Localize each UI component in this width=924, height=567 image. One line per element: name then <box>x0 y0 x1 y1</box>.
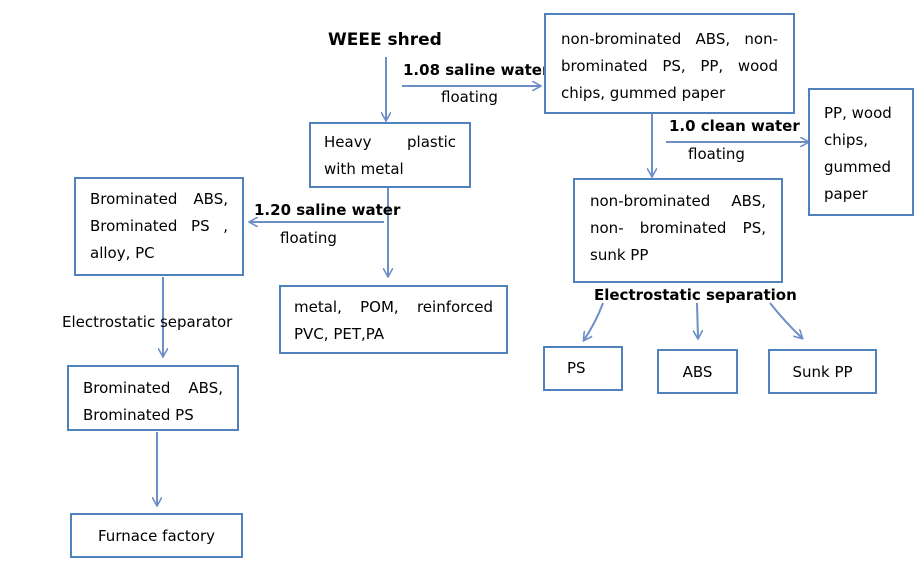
node-pp-wood-line-1: PP, wood <box>824 104 892 122</box>
arrow-to-ps <box>584 302 604 340</box>
start-label: WEEE shred <box>328 30 442 50</box>
node-brominated-mix-line-1: Brominated ABS, <box>90 190 228 208</box>
arrow-to-abs <box>697 302 698 338</box>
edge-sublabel-saline-120: floating <box>280 229 337 247</box>
node-brominated-out: Brominated ABS, Brominated PS <box>67 365 239 431</box>
node-sunk-pp-label: Sunk PP <box>792 363 853 381</box>
node-nonbrom-sunk-line-3: sunk PP <box>590 246 649 264</box>
node-ps-label: PS <box>567 359 586 377</box>
node-heavy-plastic: Heavy plastic with metal <box>309 122 471 188</box>
node-metal-pom: metal, POM, reinforced PVC, PET,PA <box>279 285 508 354</box>
node-pp-wood-line-2: chips, <box>824 131 869 149</box>
node-metal-pom-line-2: PVC, PET,PA <box>294 325 385 343</box>
edge-label-electrostatic-separator: Electrostatic separator <box>62 313 233 331</box>
node-abs: ABS <box>657 349 738 394</box>
node-ps: PS <box>543 346 623 391</box>
edge-label-electrostatic-separation: Electrostatic separation <box>594 286 797 304</box>
edge-label-saline-120: 1.20 saline water <box>254 201 401 219</box>
edge-sublabel-saline-108: floating <box>441 88 498 106</box>
node-furnace-label: Furnace factory <box>98 527 215 545</box>
node-brominated-mix-line-2: Brominated PS , <box>90 217 228 235</box>
edge-sublabel-clean-10: floating <box>688 145 745 163</box>
node-brominated-mix-line-3: alloy, PC <box>90 244 155 262</box>
node-pp-wood-line-4: paper <box>824 185 868 203</box>
edge-label-saline-108: 1.08 saline water <box>403 61 550 79</box>
node-heavy-plastic-line-1: Heavy plastic <box>324 133 456 151</box>
arrow-to-sunk-pp <box>769 302 802 338</box>
node-sunk-pp: Sunk PP <box>768 349 877 394</box>
node-metal-pom-line-1: metal, POM, reinforced <box>294 298 493 316</box>
node-furnace: Furnace factory <box>70 513 243 558</box>
node-pp-wood: PP, wood chips, gummed paper <box>808 88 914 216</box>
node-nonbrom-sunk-line-2: non- brominated PS, <box>590 219 766 237</box>
node-brominated-out-line-1: Brominated ABS, <box>83 379 223 397</box>
edge-label-clean-10: 1.0 clean water <box>669 117 800 135</box>
node-nonbrom-float-line-3: chips, gummed paper <box>561 84 726 102</box>
node-brominated-out-line-2: Brominated PS <box>83 406 194 424</box>
node-pp-wood-line-3: gummed <box>824 158 892 176</box>
node-abs-label: ABS <box>682 363 713 381</box>
node-brominated-mix: Brominated ABS, Brominated PS , alloy, P… <box>74 177 244 276</box>
node-nonbrom-float-line-2: brominated PS, PP, wood <box>561 57 778 75</box>
node-nonbrom-float: non-brominated ABS, non- brominated PS, … <box>544 13 795 114</box>
node-nonbrom-float-line-1: non-brominated ABS, non- <box>561 30 778 48</box>
node-nonbrom-sunk-line-1: non-brominated ABS, <box>590 192 766 210</box>
node-nonbrom-sunk: non-brominated ABS, non- brominated PS, … <box>573 178 783 283</box>
node-heavy-plastic-line-2: with metal <box>324 160 404 178</box>
